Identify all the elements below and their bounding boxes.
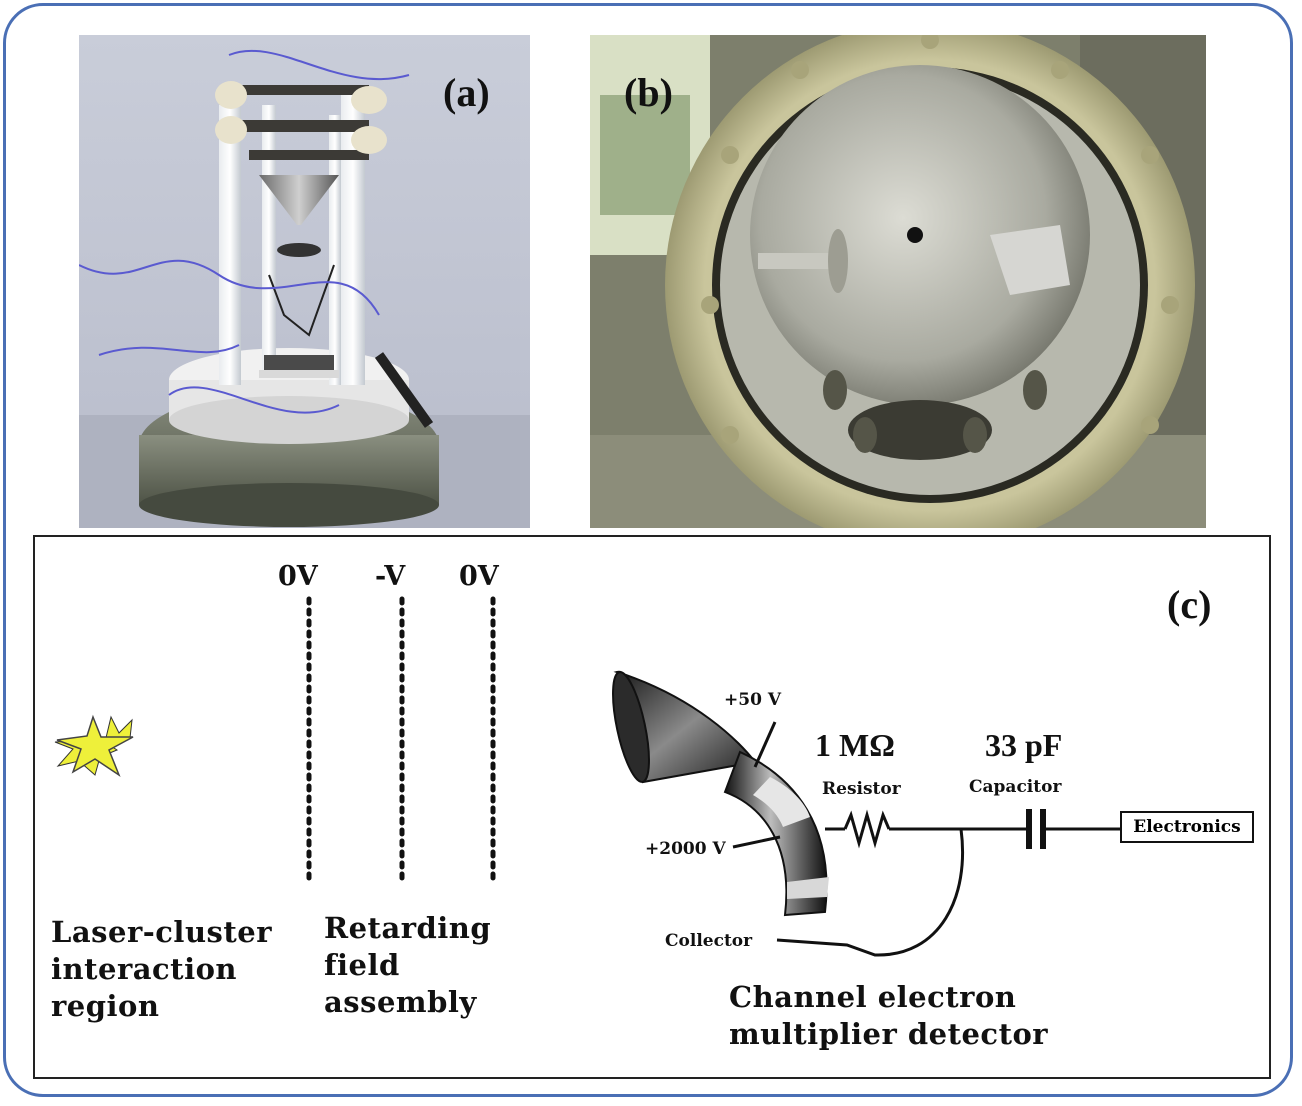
resistor-value: 1 MΩ [815,727,895,763]
lead-50v [753,721,777,768]
resistor-label: Resistor [822,779,901,799]
star-glow [56,714,134,777]
capacitor-value: 33 pF [985,727,1063,763]
panel-label-a: (a) [443,70,490,115]
collector-label: Collector [665,931,753,951]
grid-voltage-2: -V [375,561,406,592]
resistor-symbol [843,809,891,849]
voltage-50v-label: +50 V [724,690,782,710]
panel-label-c: (c) [1167,582,1212,627]
photo-vacuum-chamber [590,35,1206,528]
lead-2000v [732,835,781,849]
collector-wire [776,828,965,957]
schematic-panel: 0V -V 0V (c) Laser-cluster interaction r… [33,535,1271,1079]
retarding-label-1: Retarding [324,911,492,945]
retarding-label-2: field [324,948,400,982]
capacitor-label: Capacitor [969,777,1062,797]
voltage-2000v-label: +2000 V [645,839,726,859]
grid-voltage-1: 0V [278,561,318,592]
laser-region-label-3: region [51,989,160,1023]
channel-electron-multiplier [612,670,829,917]
retarding-label-3: assembly [324,985,477,1019]
detector-label-2: multiplier detector [729,1017,1049,1051]
outer-frame [3,3,1293,1097]
photo-retarding-assembly [79,35,530,528]
detector-label-1: Channel electron [729,980,1017,1014]
grid-voltage-3: 0V [459,561,499,592]
electronics-box: Electronics [1120,811,1254,843]
laser-region-label-2: interaction [51,952,238,986]
panel-label-b: (b) [624,70,673,115]
laser-region-label-1: Laser-cluster [51,915,272,949]
